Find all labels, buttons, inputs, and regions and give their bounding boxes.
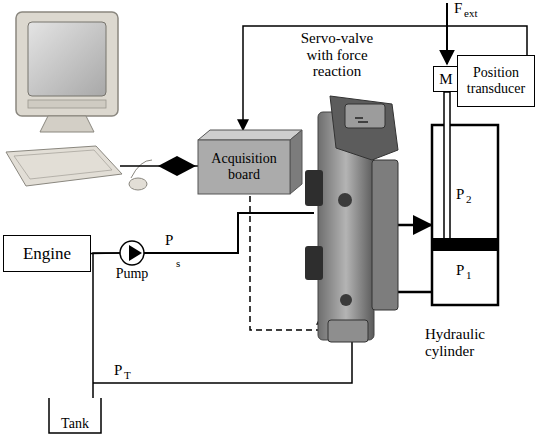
pressure-symbol: P [456, 262, 464, 279]
node-text: Position transducer [462, 65, 530, 96]
supply-line [142, 213, 314, 253]
return-line [93, 342, 352, 383]
pressure-symbol: P [456, 186, 464, 203]
mass-box: M [433, 66, 459, 92]
node-text: Engine [23, 244, 71, 263]
component-label: Hydraulic cylinder [425, 326, 497, 359]
pressure-symbol: P [114, 362, 122, 379]
pressure-symbol: P [165, 232, 173, 249]
subscript: 2 [466, 193, 472, 205]
subscript: ext [464, 7, 477, 19]
component-label: Servo-valve with force reaction [300, 30, 374, 80]
tank-symbol: Tank [48, 398, 102, 434]
node-text: Pump [116, 266, 149, 282]
force-arrow [446, 3, 448, 64]
acquisition-board: Acquisition board [198, 140, 290, 194]
node-text: Tank [61, 416, 89, 432]
chamber-line [398, 224, 431, 227]
chamber-line [398, 291, 432, 294]
subscript: T [124, 369, 131, 381]
node-text: M [439, 71, 452, 88]
servo-valve-photo [305, 96, 398, 342]
subscript: s [176, 257, 180, 269]
connector-diamond [158, 156, 196, 176]
force-symbol: F [454, 0, 462, 17]
subscript: 1 [466, 269, 472, 281]
computer-illustration [6, 12, 152, 190]
node-text: Acquisition board [202, 151, 286, 182]
transducer-box: Position transducer [457, 55, 535, 107]
pump-symbol: Pump [112, 240, 152, 284]
hydraulic-cylinder [432, 92, 498, 305]
control-signal [250, 196, 322, 330]
engine-box: Engine [3, 235, 91, 272]
